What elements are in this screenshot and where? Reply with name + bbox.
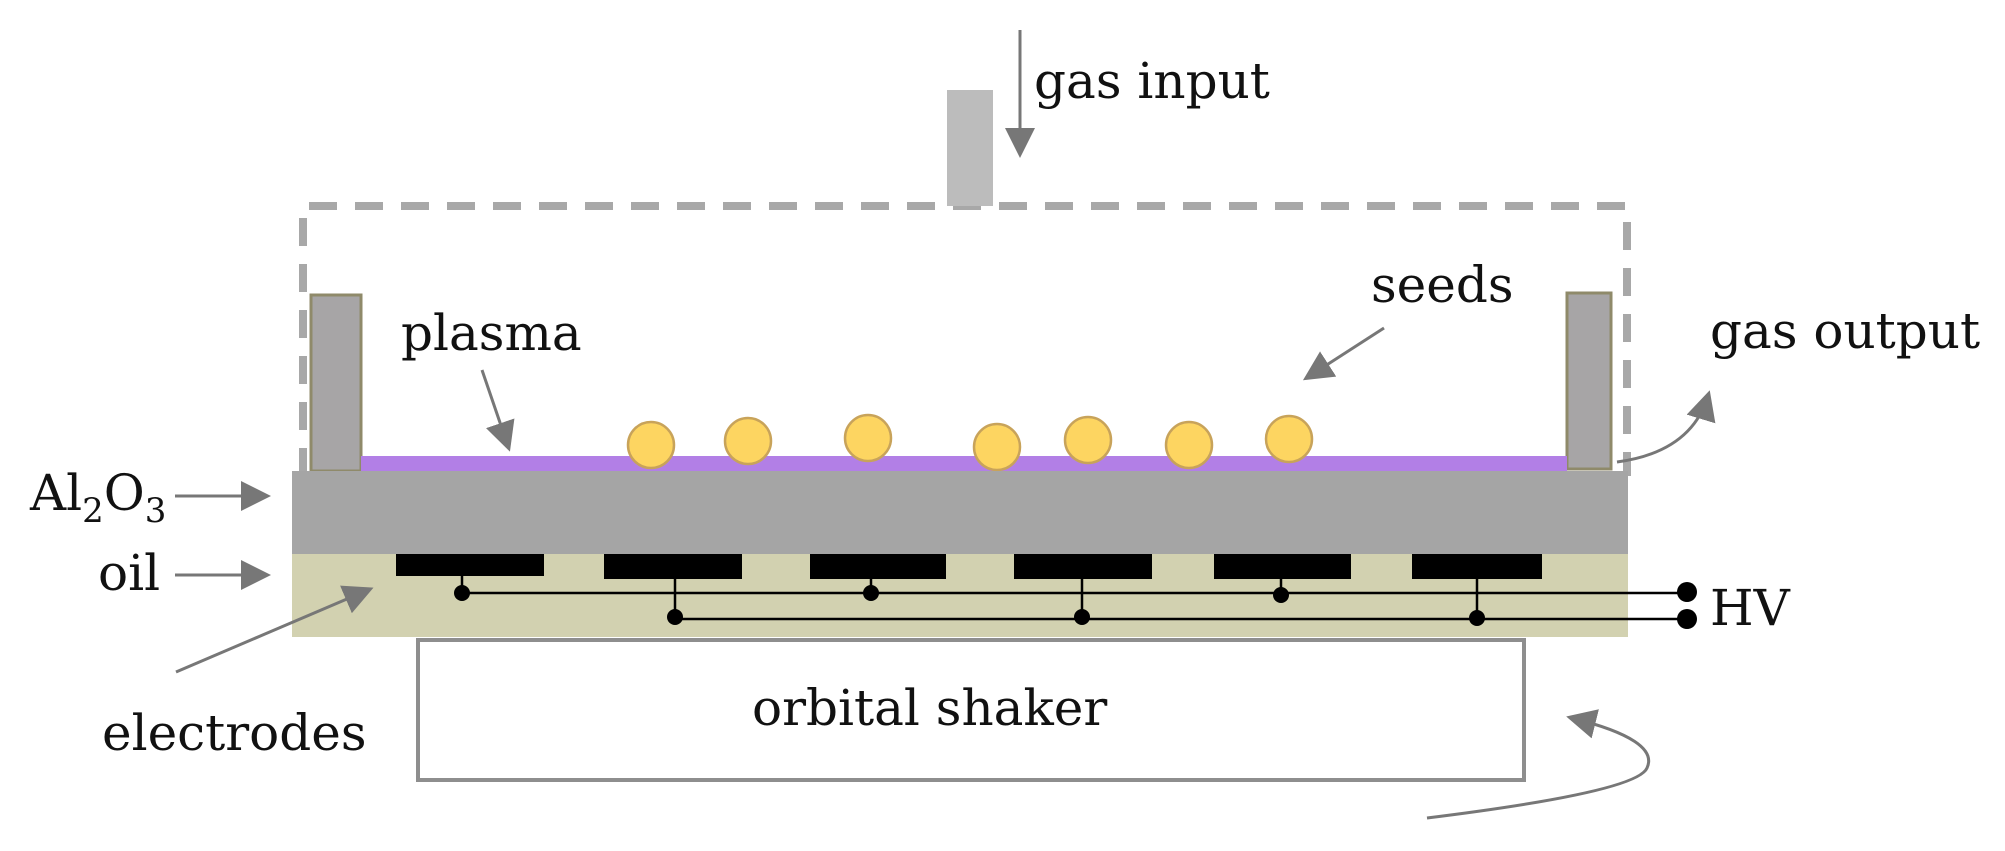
seed	[972, 422, 1022, 472]
orbital-motion-arrow	[1426, 709, 1651, 820]
seeds-group	[626, 413, 1314, 472]
side-wall-right	[1565, 291, 1613, 471]
electrode	[396, 554, 544, 576]
plasma-label: plasma	[401, 304, 582, 362]
seeds-label: seeds	[1371, 256, 1514, 314]
al2o3-dielectric-layer	[292, 471, 1628, 554]
al2o3-text-o: O	[103, 464, 145, 522]
electrode	[1014, 554, 1152, 579]
oil-label: oil	[98, 544, 161, 602]
electrode	[1214, 554, 1351, 579]
seed	[1164, 420, 1214, 470]
hv-terminal-2	[1677, 609, 1697, 629]
electrode	[604, 554, 742, 579]
hv-terminal-1	[1677, 582, 1697, 602]
plasma-layer	[361, 456, 1567, 471]
orbital-shaker-label: orbital shaker	[752, 679, 1108, 737]
hv-wiring-nodes	[454, 582, 1697, 629]
gas-input-label: gas input	[1034, 52, 1270, 110]
gas-output-label: gas output	[1710, 302, 1981, 360]
al2o3-text-al: Al	[30, 464, 83, 522]
seeds-arrow	[1302, 326, 1385, 381]
electrodes-arrow	[175, 585, 374, 674]
electrodes-label: electrodes	[102, 704, 367, 762]
electrode	[810, 554, 946, 579]
seed	[843, 413, 893, 463]
seed	[1264, 414, 1314, 464]
gas-output-arrow	[1616, 390, 1716, 464]
electrode	[1412, 554, 1542, 579]
seed	[1063, 415, 1113, 465]
seed	[723, 416, 773, 466]
gas-input-pipe	[947, 90, 993, 206]
orbital-shaker-box	[416, 638, 1526, 782]
plasma-arrow	[480, 369, 515, 452]
seed	[626, 420, 676, 470]
electrodes-group	[396, 554, 1542, 579]
hv-label: HV	[1710, 579, 1790, 637]
al2o3-label: Al2O3	[30, 468, 166, 528]
side-wall-left	[309, 293, 363, 473]
annotation-arrows	[175, 30, 1716, 820]
al2o3-text-sub2: 3	[144, 491, 167, 531]
al2o3-text-sub1: 2	[82, 491, 104, 531]
